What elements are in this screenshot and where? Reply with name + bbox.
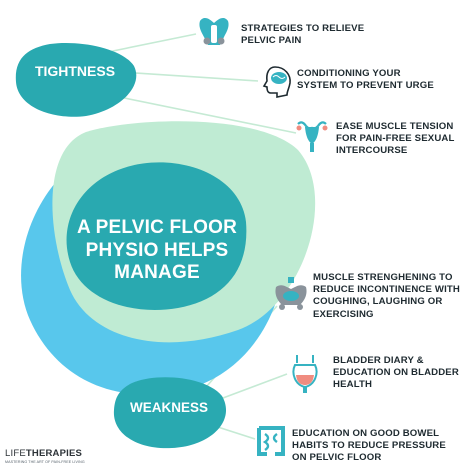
logo-name: LIFETHERAPIES <box>5 448 82 459</box>
brain-head-icon <box>262 66 291 98</box>
weakness-item-bowel-habits: EDUCATION ON GOOD BOWEL HABITS TO REDUCE… <box>292 428 446 464</box>
connector-line <box>99 92 297 134</box>
logo-tagline: MASTERING THE ART OF PAIN-FREE LIVING <box>5 460 85 464</box>
tightness-item-conditioning: CONDITIONING YOUR SYSTEM TO PREVENT URGE <box>297 68 434 92</box>
uterus-icon <box>296 121 328 152</box>
logo-name-prefix: LIFE <box>5 448 26 459</box>
bladder-icon <box>292 355 318 393</box>
connector-line <box>119 71 259 82</box>
pelvic-muscle-icon <box>275 277 307 310</box>
tightness-item-pelvic-pain: STRATEGIES TO RELIEVE PELVIC PAIN <box>241 23 365 47</box>
tightness-label: TIGHTNESS <box>34 63 116 79</box>
pelvis-icon <box>199 17 229 45</box>
teal-blob <box>66 162 247 311</box>
logo: LIFETHERAPIES MASTERING THE ART OF PAIN-… <box>5 446 95 470</box>
intestine-icon <box>257 426 285 456</box>
connector-line <box>107 33 197 53</box>
weakness-badge <box>113 377 227 449</box>
weakness-item-strengthening: MUSCLE STRENGHENING TO REDUCE INCONTINEN… <box>313 272 460 320</box>
weakness-item-bladder-diary: BLADDER DIARY & EDUCATION ON BLADDER HEA… <box>333 355 459 391</box>
center-title: A PELVIC FLOOR PHYSIO HELPS MANAGE <box>76 217 238 283</box>
weakness-label: WEAKNESS <box>129 400 208 415</box>
tightness-item-muscle-tension: EASE MUSCLE TENSION FOR PAIN-FREE SEXUAL… <box>336 121 455 157</box>
tightness-badge <box>15 42 137 117</box>
logo-name-main: THERAPIES <box>25 448 83 459</box>
